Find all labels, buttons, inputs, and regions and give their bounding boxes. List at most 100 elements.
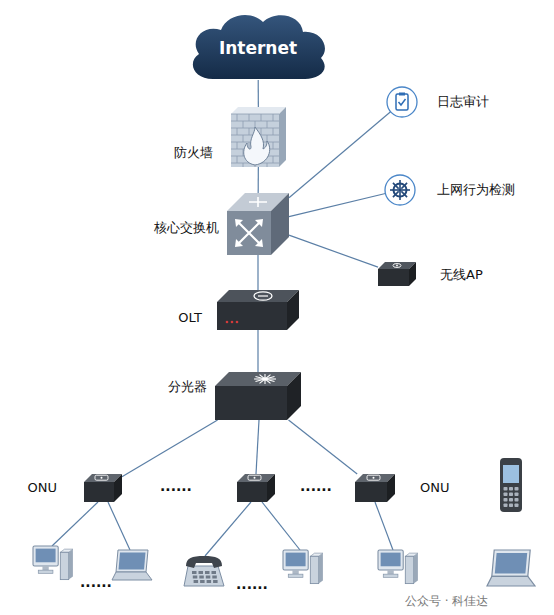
device-label: 上网行为检测 (437, 182, 515, 198)
icon-part (504, 487, 508, 491)
icon-part (381, 553, 401, 567)
icon-part (69, 549, 73, 579)
network-link (289, 112, 391, 198)
splitter-icon-shape (215, 372, 301, 420)
icon-part (243, 163, 244, 167)
onu-icon: ONU (84, 474, 122, 502)
icon-part (60, 552, 68, 579)
icon-part (509, 498, 513, 502)
icon-part (398, 188, 402, 192)
icon-part (515, 504, 519, 508)
desktop-pc (33, 546, 73, 580)
icon-part (226, 321, 229, 324)
icon-part (231, 321, 234, 324)
icon-part (261, 128, 262, 135)
icon-part (236, 321, 239, 324)
box-top (215, 372, 301, 386)
device-wire (108, 502, 130, 550)
box-side (287, 290, 299, 330)
icon-part (487, 576, 535, 586)
icon-part (405, 556, 413, 583)
device-label: OLT (178, 310, 202, 326)
icon-part (319, 553, 323, 583)
network-link (258, 167, 259, 193)
icon-part (414, 553, 418, 583)
icon-part (495, 553, 527, 573)
icon-part (401, 191, 407, 197)
icon-part (254, 477, 256, 479)
icon-part (492, 550, 530, 576)
icon-part (193, 576, 198, 579)
icon-part (292, 570, 298, 574)
icon-part (237, 114, 238, 121)
ellipsis: ...... (236, 576, 268, 593)
device-label: ONU (420, 480, 449, 496)
icon-part (288, 574, 303, 577)
icon-part (237, 128, 238, 135)
icon-part (249, 114, 250, 121)
icon-part (509, 504, 513, 508)
network-link (258, 80, 259, 107)
log-audit-icon: 日志审计 (386, 86, 418, 118)
olt-icon-shape (217, 290, 299, 330)
icon-part (95, 475, 108, 480)
onu-icon (237, 474, 275, 502)
icon-part (248, 475, 261, 480)
icon-part (255, 239, 263, 247)
icon-part (206, 576, 211, 579)
box-side (287, 372, 301, 420)
network-link (289, 235, 378, 267)
box-top (231, 107, 286, 114)
box-side (279, 107, 286, 167)
box-side (267, 474, 275, 502)
wireless-ap-icon: 无线AP (378, 262, 416, 286)
icon-part (509, 487, 513, 491)
icon-part (393, 183, 399, 189)
icon-part (390, 189, 398, 191)
icon-part (199, 571, 204, 574)
laptop (487, 550, 535, 586)
icon-part (393, 264, 401, 268)
icon-part (283, 550, 308, 570)
icon-part (396, 94, 408, 110)
icon-part (504, 498, 508, 502)
mobile-phone (500, 458, 522, 512)
ellipsis: ...... (300, 478, 332, 495)
box-side (114, 474, 122, 502)
icon-part (286, 553, 306, 567)
device-wires (52, 420, 393, 556)
icon-part (383, 574, 398, 577)
icon-part (387, 87, 417, 117)
icon-part (515, 498, 519, 502)
icon-part (227, 193, 289, 255)
device-wire (256, 420, 259, 474)
onu-icon-shape (355, 474, 395, 502)
icon-part (249, 128, 250, 135)
icon-part (373, 477, 375, 479)
icon-part (500, 458, 522, 512)
icon-part (192, 571, 197, 574)
box-front (237, 482, 267, 502)
icon-part (378, 550, 403, 570)
icon-part (84, 474, 122, 502)
icon-part (231, 114, 279, 115)
device-label: 日志审计 (437, 94, 489, 110)
icon-part (231, 107, 286, 167)
icon-part (399, 180, 401, 188)
icon-part (273, 156, 274, 163)
icon-part (212, 571, 217, 574)
box-front (84, 482, 114, 502)
device-label: 防火墙 (174, 145, 213, 161)
flame (244, 127, 270, 165)
ellipsis: ...... (80, 574, 112, 591)
icon-part (393, 191, 399, 197)
icon-part (378, 262, 416, 286)
icon-part (263, 377, 267, 381)
icon-part (503, 465, 519, 483)
icon-part (396, 265, 398, 267)
icon-part (401, 183, 407, 189)
log-audit-icon-shape (386, 86, 418, 118)
icon-part (199, 576, 204, 579)
icon-part (254, 292, 272, 300)
